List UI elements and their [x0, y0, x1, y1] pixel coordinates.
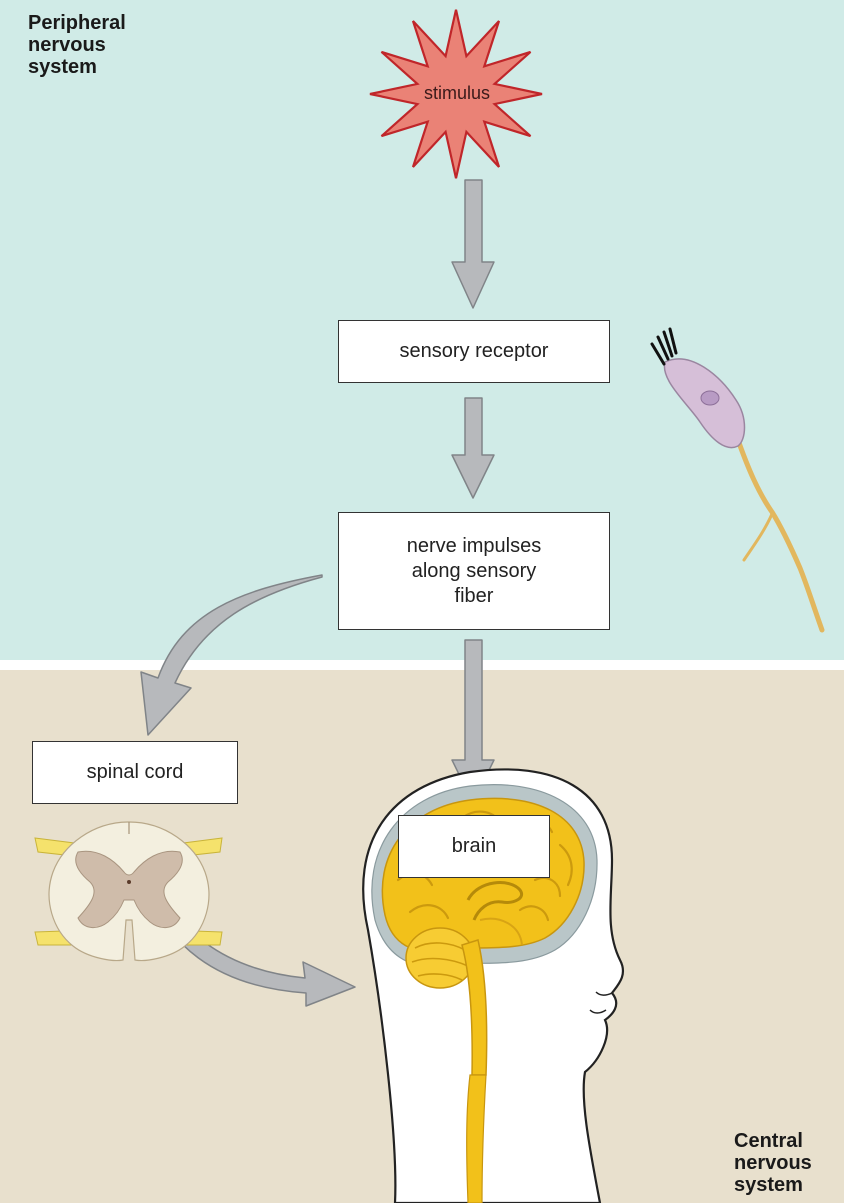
central-nervous-system-title: Central nervous system [734, 1130, 812, 1196]
central-title-line-1: Central [734, 1130, 812, 1152]
peripheral-title-line-1: Peripheral [28, 12, 126, 34]
central-title-line-3: system [734, 1174, 812, 1196]
peripheral-title-line-2: nervous [28, 34, 126, 56]
nerve-impulses-box: nerve impulses along sensory fiber [338, 512, 610, 630]
brain-label: brain [452, 834, 496, 859]
spinal-cord-label: spinal cord [87, 760, 184, 785]
nerve-impulses-line-3: fiber [407, 584, 542, 609]
peripheral-nervous-system-title: Peripheral nervous system [28, 12, 126, 78]
nerve-impulses-label: nerve impulses along sensory fiber [407, 534, 542, 609]
spinal-cord-box: spinal cord [32, 741, 238, 804]
stimulus-label: stimulus [387, 83, 527, 104]
central-title-line-2: nervous [734, 1152, 812, 1174]
region-divider [0, 660, 844, 670]
brain-box: brain [398, 815, 550, 878]
nerve-impulses-line-2: along sensory [407, 559, 542, 584]
sensory-receptor-box: sensory receptor [338, 320, 610, 383]
sensory-receptor-label: sensory receptor [400, 339, 549, 364]
nerve-impulses-line-1: nerve impulses [407, 534, 542, 559]
peripheral-title-line-3: system [28, 56, 126, 78]
